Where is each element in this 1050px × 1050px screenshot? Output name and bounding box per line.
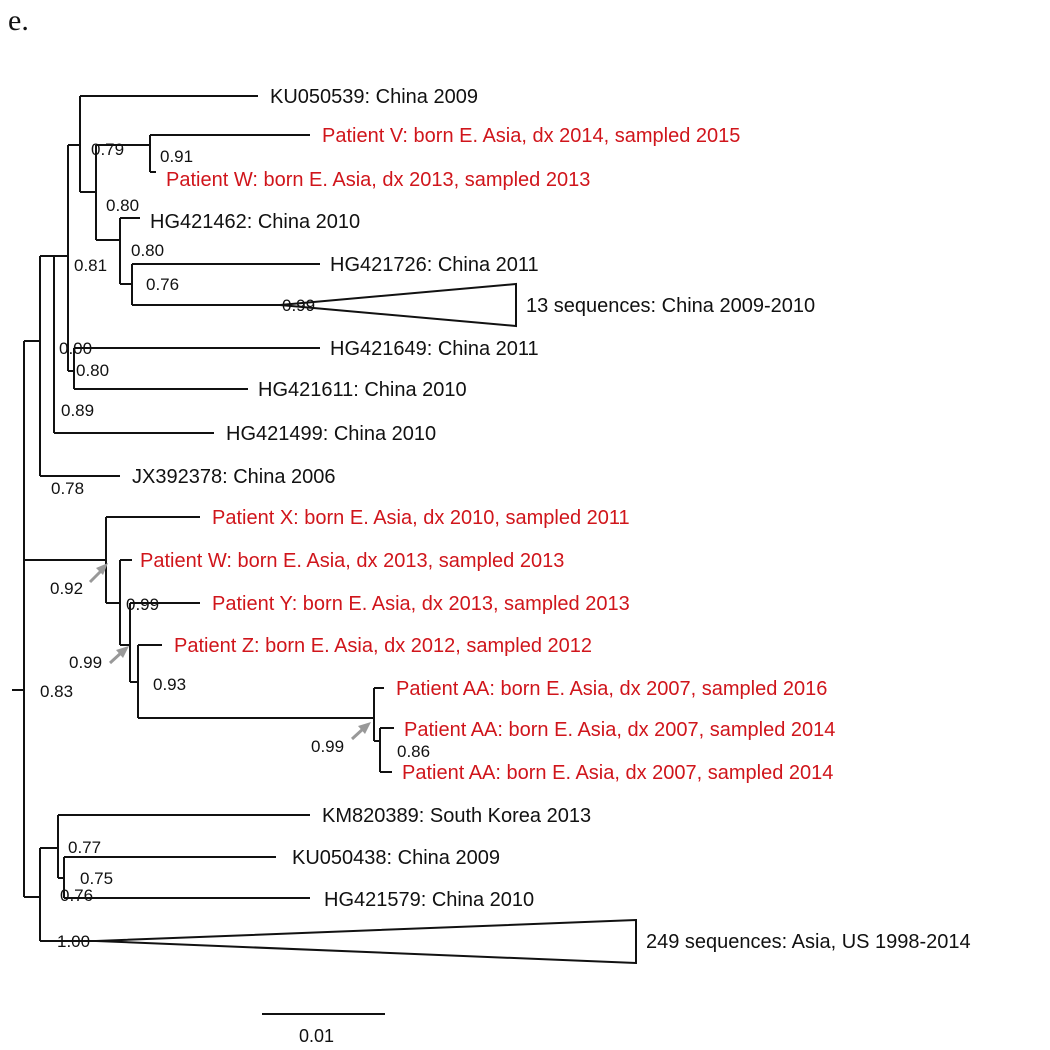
support-value: 0.80 [76,361,109,380]
collapsed-clade-13-sequences [279,282,517,328]
arrow-icon [108,646,129,665]
tip-label: KU050438: China 2009 [292,847,500,869]
tip-label: Patient AA: born E. Asia, dx 2007, sampl… [402,762,833,784]
support-value: 0.83 [40,682,73,701]
tip-label: 13 sequences: China 2009-2010 [526,295,815,317]
support-value: 0.77 [68,838,101,857]
support-value: 0.81 [74,256,107,275]
support-value: 0.99 [126,595,159,614]
support-value: 0.93 [153,675,186,694]
tip-label: HG421499: China 2010 [226,423,436,445]
support-value: 0.76 [60,886,93,905]
tip-label: Patient AA: born E. Asia, dx 2007, sampl… [396,678,827,700]
scale-bar-label: 0.01 [299,1026,334,1046]
arrow-icon [88,563,108,584]
tip-label: Patient V: born E. Asia, dx 2014, sample… [322,125,740,147]
panel-letter: e. [8,4,29,37]
support-value: 0.89 [61,401,94,420]
support-value: 0.79 [91,140,124,159]
collapsed-clades [95,282,637,965]
support-value: 0.80 [131,241,164,260]
support-value: 0.99 [311,737,344,756]
tip-label: Patient Y: born E. Asia, dx 2013, sample… [212,593,630,615]
tip-label: HG421462: China 2010 [150,211,360,233]
tip-label: Patient AA: born E. Asia, dx 2007, sampl… [404,719,835,741]
tip-label: Patient X: born E. Asia, dx 2010, sample… [212,507,630,529]
tip-label: HG421579: China 2010 [324,889,534,911]
support-value: 0.91 [160,147,193,166]
arrow-icon [350,722,371,741]
tip-label: KM820389: South Korea 2013 [322,805,591,827]
tip-label: HG421611: China 2010 [258,379,467,401]
selection-arrows [88,563,371,741]
support-value: 0.99 [69,653,102,672]
tip-label: Patient Z: born E. Asia, dx 2012, sample… [174,635,592,657]
tip-label: HG421649: China 2011 [330,338,539,360]
tip-label: JX392378: China 2006 [132,466,336,488]
tip-label: Patient W: born E. Asia, dx 2013, sample… [140,550,564,572]
tree-branches [12,95,394,942]
support-value: 0.00 [59,339,92,358]
tip-labels: KU050539: China 2009 Patient V: born E. … [132,86,971,953]
collapsed-clade-249-sequences [95,918,637,965]
support-value: 0.78 [51,479,84,498]
support-value: 0.99 [282,296,315,315]
support-value: 0.75 [80,869,113,888]
tip-label: 249 sequences: Asia, US 1998-2014 [646,931,971,953]
tip-label: KU050539: China 2009 [270,86,478,108]
support-values: 0.79 0.91 0.80 0.80 0.81 0.76 0.99 0.00 … [40,140,430,951]
support-value: 0.86 [397,742,430,761]
support-value: 0.80 [106,196,139,215]
scale-bar: 0.01 [262,1013,385,1046]
tip-label: HG421726: China 2011 [330,254,539,276]
support-value: 0.92 [50,579,83,598]
support-value: 0.76 [146,275,179,294]
support-value: 1.00 [57,932,90,951]
tip-label: Patient W: born E. Asia, dx 2013, sample… [166,169,590,191]
